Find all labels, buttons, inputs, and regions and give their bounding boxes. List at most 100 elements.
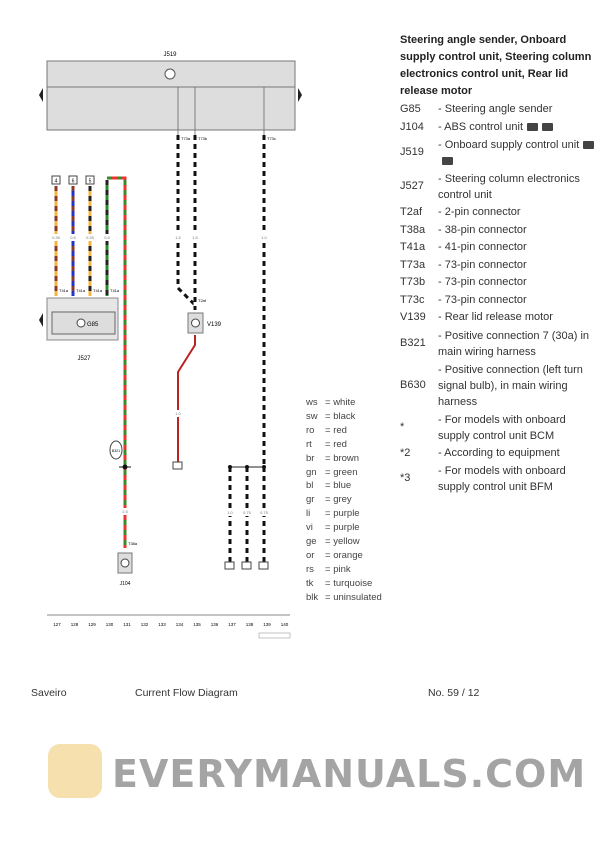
legend-code: T73b — [400, 276, 426, 288]
legend-code: V139 — [400, 311, 426, 323]
legend-desc: For models with onboard supply control u… — [438, 413, 566, 442]
color-code: bl — [306, 480, 314, 492]
color-code: blk — [306, 591, 319, 603]
t2af-label: T2af — [198, 298, 207, 303]
wire-size: 2.5 — [122, 509, 128, 514]
color-code: ro — [306, 424, 315, 436]
j519-label: J519 — [163, 52, 177, 58]
color-name: grey — [333, 494, 352, 506]
wire-red — [177, 335, 196, 462]
color-name: black — [333, 410, 356, 422]
color-name: red — [333, 424, 347, 436]
connector-number: 4 — [55, 179, 58, 185]
legend-desc: Steering angle sender — [444, 103, 553, 115]
connector-number: 6 — [72, 179, 75, 185]
wire-t73a — [176, 87, 197, 307]
t38a-label: T38a — [128, 541, 138, 546]
color-code: sw — [306, 410, 318, 422]
column-number: 140 — [281, 622, 289, 627]
v139-label: V139 — [207, 322, 222, 328]
legend-desc: 73-pin connector — [444, 276, 527, 288]
legend-code: J527 — [400, 180, 424, 193]
t73a-label: T73a — [181, 136, 191, 141]
legend-desc: For models with onboard supply control u… — [438, 465, 566, 493]
wire-color-item: ws= white — [306, 397, 356, 408]
camera-icon — [442, 157, 453, 166]
motor-icon — [191, 318, 200, 328]
legend-item: J527- Steering column electronics contro… — [400, 173, 580, 201]
legend-desc: Onboard supply control unit — [444, 139, 580, 151]
legend-desc: Positive connection (left turn signal bu… — [438, 363, 583, 408]
wire-color-item: br= brown — [306, 452, 360, 464]
component-legend: Steering angle sender, Onboard supply co… — [400, 32, 600, 496]
legend-code: *3 — [400, 472, 411, 485]
color-name: purple — [333, 522, 360, 534]
legend-item: T38a- 38-pin connector — [400, 222, 600, 240]
continue-left-arrow-icon — [39, 88, 43, 102]
wiring-diagram: J519 T73a T73b T73c 1.5 1.5 1.0 T2af V13… — [39, 52, 302, 639]
legend-code: G85 — [400, 103, 421, 115]
legend-code: T73c — [400, 293, 425, 306]
legend-item: *- For models with onboard supply contro… — [400, 413, 566, 442]
color-code: gr — [306, 494, 315, 506]
column-number: 131 — [123, 622, 131, 627]
column-number: 128 — [71, 622, 79, 627]
wire-main-rt-gn — [107, 176, 127, 548]
color-name: uninsulated — [333, 591, 382, 603]
left-wires — [49, 175, 114, 296]
legend-code: T38a — [400, 223, 426, 236]
control-unit-symbol-icon — [120, 558, 130, 568]
legend-item: T41a- 41-pin connector — [400, 239, 600, 257]
t41a-label: T41a — [76, 288, 86, 293]
legend-item: G85- Steering angle sender — [400, 101, 600, 119]
column-number: 133 — [158, 622, 166, 627]
legend-desc: 73-pin connector — [444, 293, 527, 306]
legend-code: T2af — [400, 206, 423, 218]
color-code: gn — [306, 466, 317, 478]
j527-label: J527 — [77, 356, 91, 362]
bottom-wires — [224, 465, 270, 570]
color-code: li — [306, 508, 311, 520]
color-code: vi — [306, 522, 313, 534]
legend-item: T73a- 73-pin connector — [400, 257, 600, 275]
wire-color-item: rs= pink — [306, 563, 351, 575]
wire-color-item: or= orange — [306, 549, 363, 561]
wire-color-item: ro= red — [306, 424, 347, 436]
color-name: orange — [333, 549, 363, 561]
footer-model: Saveiro — [31, 687, 67, 699]
camera-icon — [527, 122, 538, 131]
legend-desc: 41-pin connector — [444, 241, 527, 253]
color-name: pink — [333, 563, 351, 575]
wire-color-item: li= purple — [306, 508, 360, 520]
color-name: brown — [333, 452, 360, 464]
legend-item: T73b- 73-pin connector — [400, 274, 600, 292]
color-code: rs — [306, 563, 314, 575]
column-number: 127 — [53, 622, 61, 627]
wire-size: 1.0 — [227, 510, 233, 515]
color-code: ws — [306, 397, 318, 408]
legend-item: T73c- 73-pin connector — [400, 292, 600, 310]
legend-code: T73a — [400, 258, 426, 271]
color-name: green — [333, 466, 358, 478]
column-number: 136 — [211, 622, 219, 627]
legend-code: B630 — [400, 378, 426, 391]
color-code: ge — [306, 536, 317, 548]
column-number: 130 — [106, 622, 114, 627]
wire-color-item: rt= red — [306, 438, 347, 450]
wire-size: 1.5 — [192, 235, 198, 240]
color-name: purple — [333, 508, 360, 520]
t73c-label: T73c — [267, 136, 276, 141]
color-code: or — [306, 549, 315, 561]
legend-code: T41a — [400, 241, 426, 253]
t73b-label: T73b — [198, 136, 208, 141]
b321-label: B321 — [112, 449, 120, 453]
wire-size: 1.0 — [175, 411, 181, 416]
watermark-logo — [48, 744, 102, 798]
t41a-label: T41a — [93, 288, 103, 293]
wire-size: 0.75 — [260, 510, 269, 515]
wire-color-item: gr= grey — [306, 494, 352, 506]
footer-doc-type: Current Flow Diagram — [135, 687, 238, 699]
column-number: 137 — [228, 622, 236, 627]
footer-page: No. 59 / 12 — [428, 687, 480, 699]
wire-color-item: gn= green — [306, 466, 358, 478]
